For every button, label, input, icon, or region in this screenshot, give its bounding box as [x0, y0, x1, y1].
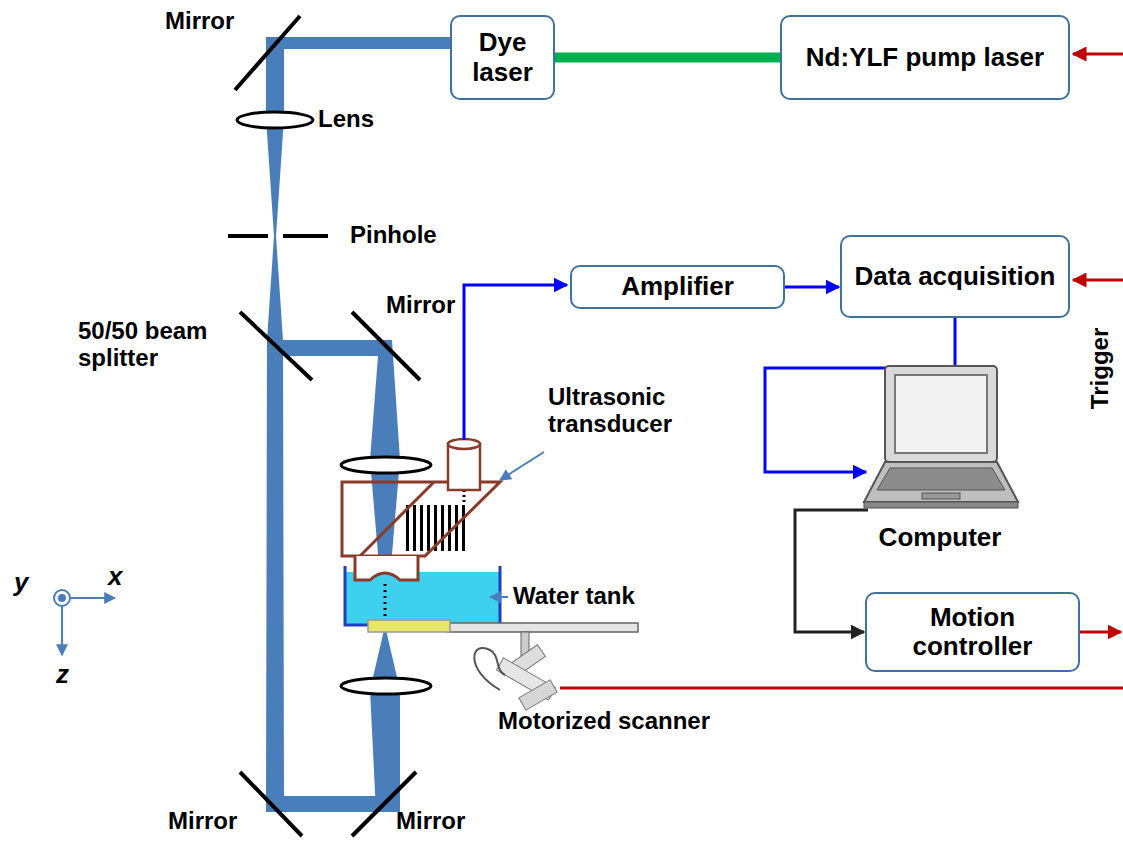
trigger-label: Trigger	[1087, 318, 1114, 418]
axis-label: z	[56, 660, 69, 689]
computer-icon: Computer	[860, 362, 1020, 552]
laptop-icon	[860, 362, 1020, 522]
leader-line	[500, 452, 544, 480]
part-label: Motorized scanner	[498, 708, 710, 735]
laser-beam	[266, 37, 450, 812]
trigger-wire	[560, 54, 1123, 688]
part-label: Lens	[318, 106, 374, 133]
pinhole	[228, 234, 328, 238]
laser-box: Dye laser	[450, 15, 555, 100]
process-box: Motion controller	[865, 592, 1080, 672]
node-label: Motion controller	[875, 603, 1070, 661]
part-label: Mirror	[168, 808, 237, 835]
node-label: Dye laser	[460, 28, 545, 86]
part-label: Mirror	[386, 292, 455, 319]
axes	[54, 590, 115, 655]
control-wire	[795, 510, 868, 632]
leader-line	[490, 596, 508, 598]
axis-label: x	[108, 562, 122, 591]
part-label: Mirror	[396, 808, 465, 835]
process-box: Data acquisition	[840, 235, 1070, 318]
pump-beam	[555, 53, 780, 63]
part-label: Mirror	[165, 8, 234, 35]
motorized-scanner	[368, 620, 638, 710]
axis-label: y	[14, 568, 28, 597]
node-label: Amplifier	[621, 272, 734, 301]
node-label: Nd:YLF pump laser	[806, 43, 1044, 72]
laser-box: Nd:YLF pump laser	[780, 15, 1070, 100]
part-label: Ultrasonic transducer	[548, 384, 723, 438]
ultrasonic-transducer	[448, 439, 480, 490]
node-label: Computer	[879, 523, 1002, 552]
part-label: Pinhole	[350, 222, 437, 249]
part-label: Water tank	[513, 583, 635, 610]
mirror	[235, 16, 420, 836]
node-label: Data acquisition	[855, 262, 1056, 291]
process-box: Amplifier	[570, 265, 785, 309]
prism	[342, 482, 500, 618]
signal-wire	[785, 286, 839, 289]
part-label: 50/50 beam splitter	[78, 318, 228, 372]
